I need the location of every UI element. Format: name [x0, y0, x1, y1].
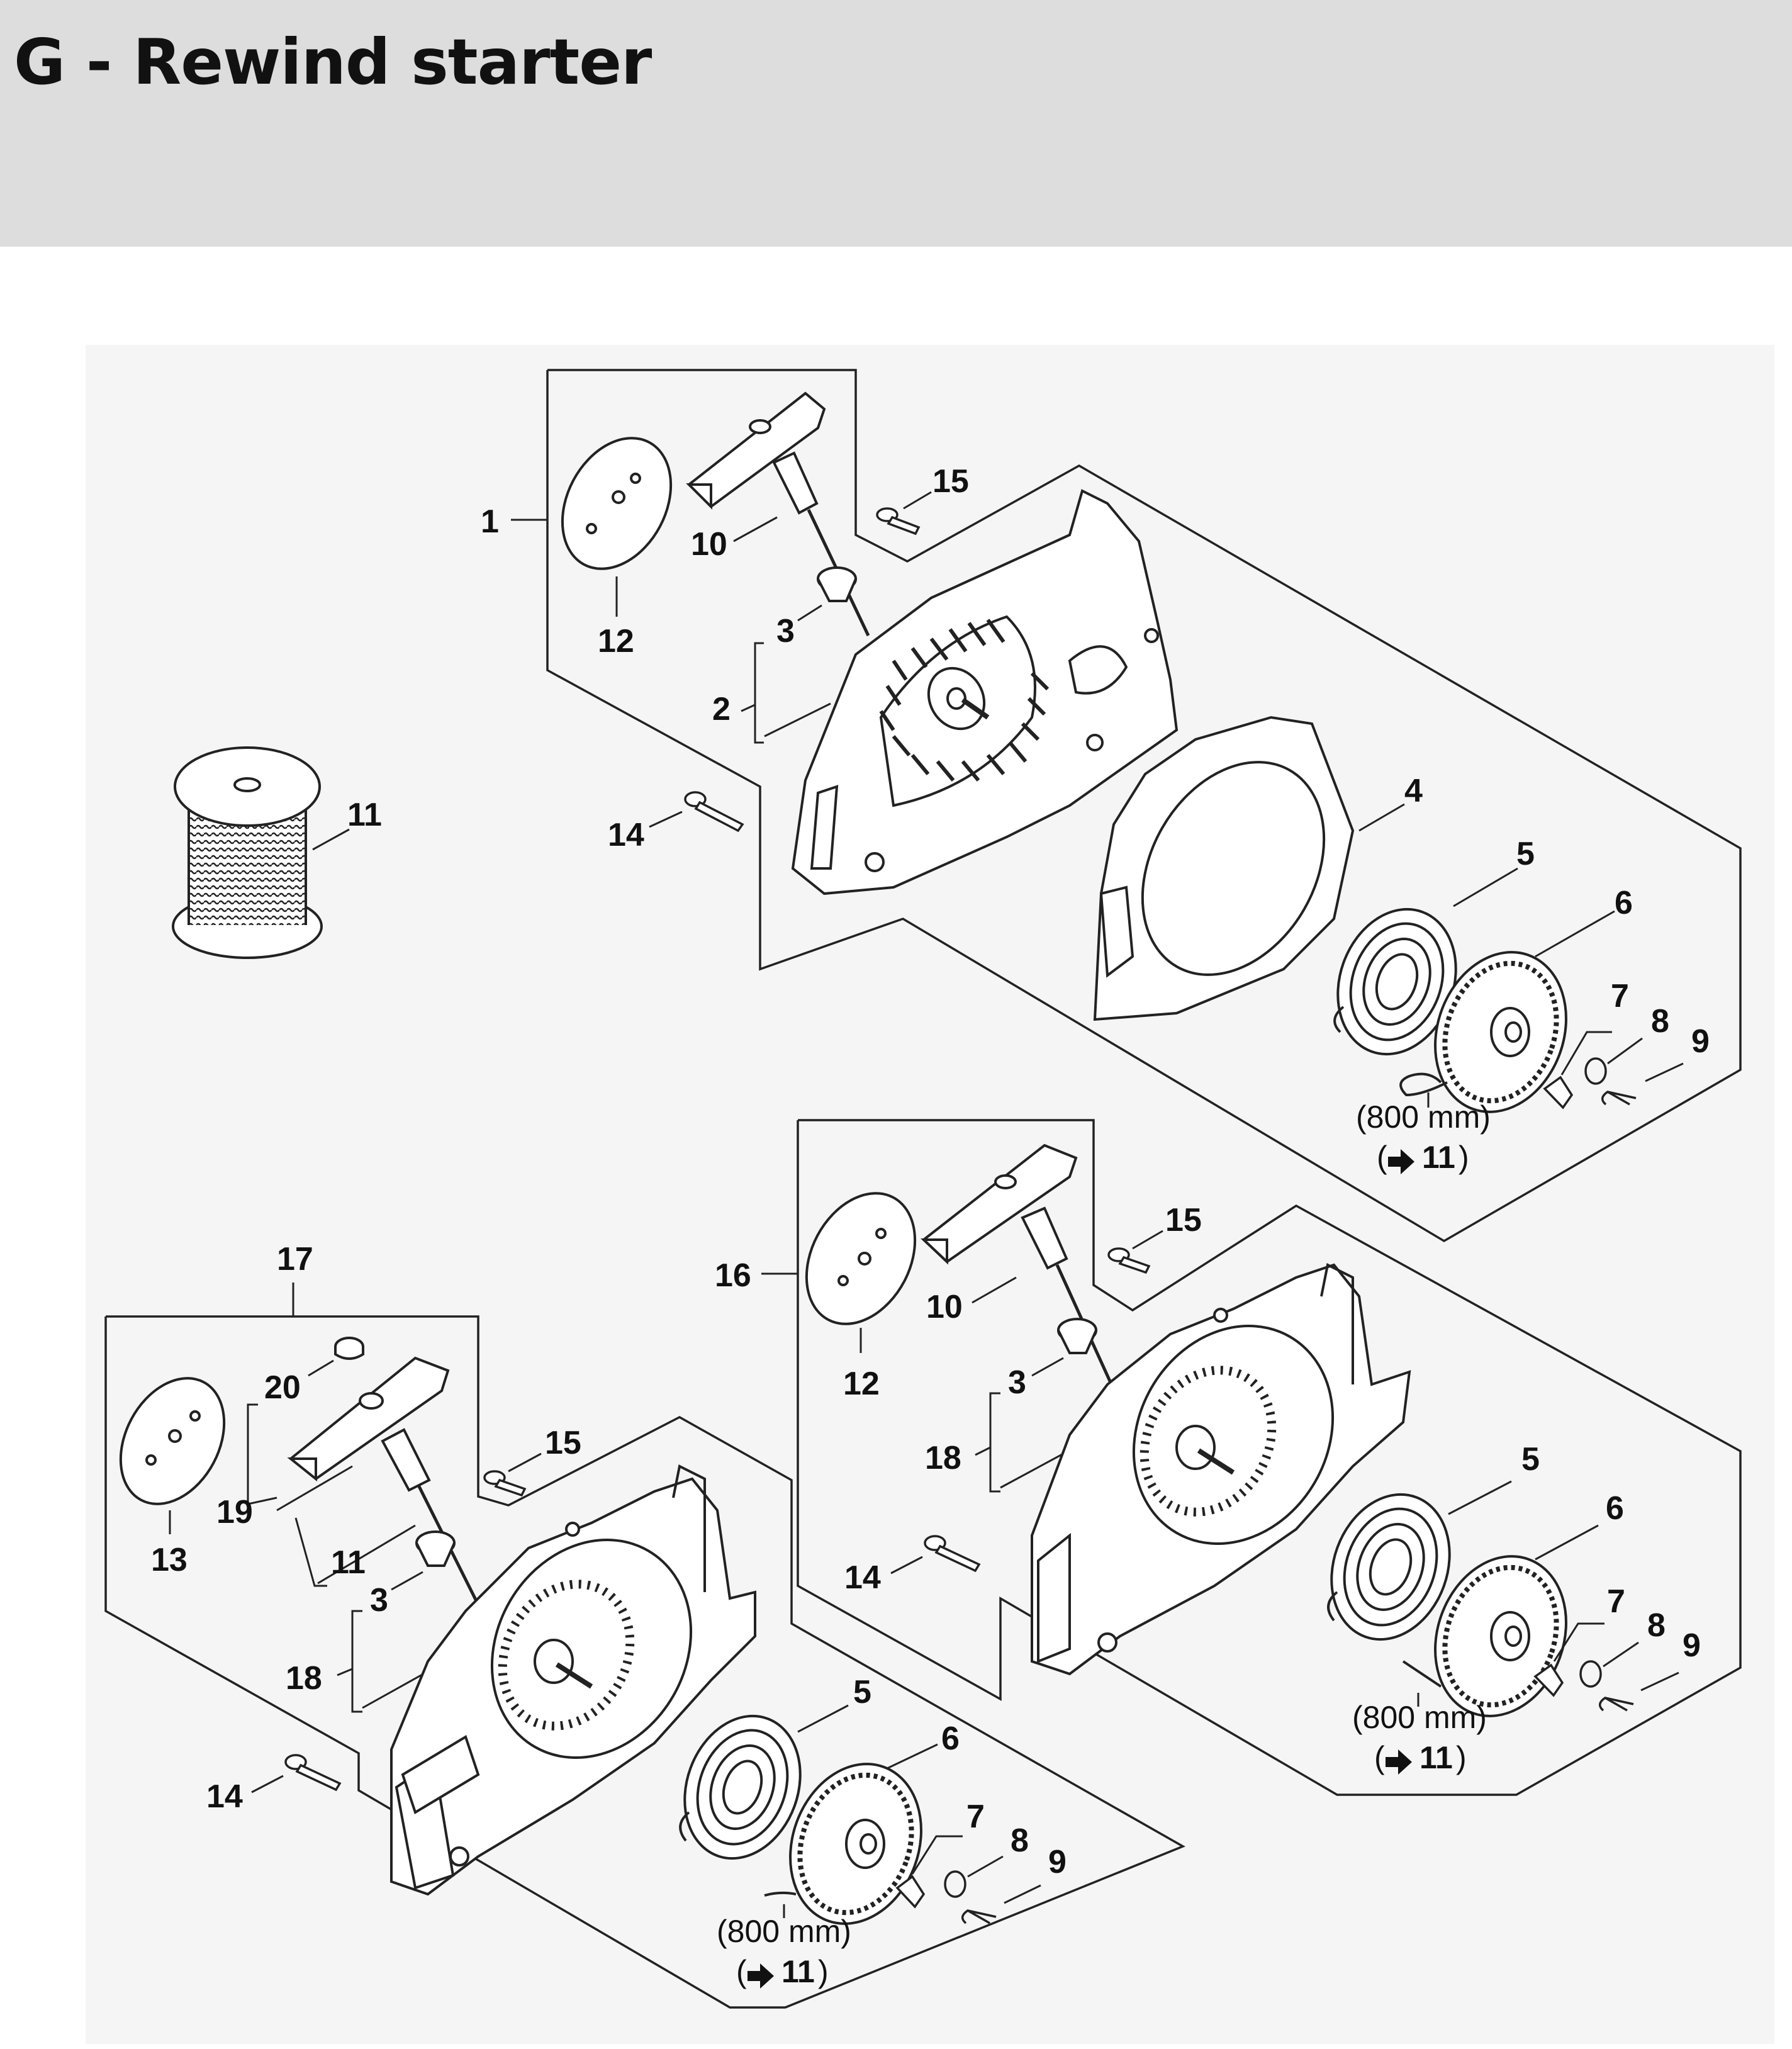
- callout-top-6: 6: [1615, 885, 1633, 921]
- left-rope-rotor-part-6: [764, 1763, 922, 1925]
- left-screw-part-15: [483, 1470, 527, 1497]
- callout-right-7: 7: [1607, 1583, 1625, 1620]
- left-pawl-part-7: [895, 1875, 926, 1909]
- right-screw-part-14: [924, 1535, 981, 1573]
- left-assembly-outline: [104, 1315, 1186, 2009]
- top-assembly-outline: [546, 369, 1742, 1243]
- svg-text:11: 11: [1422, 1140, 1455, 1175]
- right-rope-rotor-part-6: [1402, 1555, 1567, 1717]
- right-arrow-icon: [748, 1963, 774, 1989]
- svg-text:11: 11: [1420, 1740, 1453, 1775]
- right-arrow-icon: [1386, 1749, 1412, 1775]
- right-rope-length: (800 mm): [1352, 1700, 1487, 1735]
- left-screw-part-14: [284, 1754, 342, 1792]
- right-arrow-icon: [1388, 1149, 1414, 1174]
- top-rope-rotor-part-6: [1399, 951, 1567, 1113]
- callout-left-7: 7: [966, 1799, 985, 1835]
- callout-top-14: 14: [608, 817, 644, 853]
- callout-right-5: 5: [1521, 1441, 1540, 1478]
- left-fan-housing: [390, 1464, 756, 1896]
- callout-top-12: 12: [598, 623, 634, 660]
- callout-left-assembly: 17: [277, 1241, 313, 1277]
- right-washer-part-8: [1579, 1660, 1602, 1688]
- top-screw-part-15: [876, 507, 921, 536]
- top-spring-part-5: [1333, 907, 1457, 1056]
- callout-spool-11: 11: [347, 797, 382, 833]
- callout-right-6: 6: [1606, 1490, 1624, 1527]
- callout-top-5: 5: [1516, 836, 1535, 872]
- svg-text:): ): [1456, 1740, 1467, 1775]
- left-washer-part-8: [944, 1870, 966, 1898]
- top-grommet-part-3: [817, 566, 857, 602]
- callout-top-7: 7: [1611, 978, 1629, 1014]
- callout-top-10: 10: [691, 526, 727, 563]
- svg-text:(: (: [1377, 1140, 1387, 1175]
- top-washer-part-8: [1584, 1057, 1607, 1085]
- callout-right-9: 9: [1683, 1627, 1701, 1664]
- right-assembly-outline: [797, 1119, 1742, 1796]
- exploded-parts-diagram: 11 1 12 10 15 3 2: [104, 369, 1742, 2009]
- callout-right-assembly: 16: [715, 1257, 751, 1294]
- top-screw-part-14: [684, 791, 744, 833]
- left-disc-part-13: [119, 1377, 226, 1505]
- callout-right-12: 12: [843, 1366, 880, 1402]
- top-clip-part-9: [1601, 1091, 1637, 1106]
- callout-left-11: 11: [331, 1544, 366, 1581]
- callout-left-19: 19: [216, 1494, 253, 1530]
- left-cap-part-20: [334, 1337, 364, 1360]
- page-title: G - Rewind starter: [14, 25, 652, 99]
- left-handle-part-19: [287, 1356, 486, 1619]
- callout-left-3: 3: [370, 1582, 388, 1619]
- top-rope-length: (800 mm): [1356, 1099, 1491, 1135]
- svg-text:): ): [1459, 1140, 1469, 1175]
- callout-right-8: 8: [1647, 1607, 1666, 1644]
- left-rope-ref: ( 11 ): [736, 1954, 829, 1989]
- top-fan-housing: [791, 489, 1179, 895]
- right-screw-part-15: [1107, 1247, 1151, 1274]
- callout-left-15: 15: [545, 1425, 581, 1461]
- right-pawl-part-7: [1533, 1663, 1564, 1697]
- callout-left-13: 13: [151, 1542, 188, 1578]
- callout-left-20: 20: [264, 1369, 301, 1406]
- top-disc-part-12: [561, 437, 673, 570]
- top-pawl-part-7: [1543, 1075, 1574, 1109]
- left-clip-part-9: [961, 1909, 997, 1924]
- callout-top-3: 3: [776, 613, 795, 649]
- callout-top-2: 2: [712, 691, 731, 727]
- callout-top-8: 8: [1651, 1003, 1669, 1040]
- svg-text:11: 11: [781, 1954, 815, 1989]
- right-spring-part-5: [1327, 1493, 1451, 1641]
- right-rope-ref: ( 11 ): [1374, 1740, 1467, 1775]
- svg-text:(: (: [1374, 1740, 1385, 1775]
- svg-text:(: (: [736, 1954, 747, 1989]
- right-clip-part-9: [1599, 1697, 1634, 1712]
- page-header: G - Rewind starter: [0, 0, 1792, 247]
- left-spring-part-5: [679, 1714, 802, 1860]
- callout-right-10: 10: [926, 1289, 963, 1325]
- callout-right-15: 15: [1165, 1202, 1202, 1238]
- starter-rope-spool: [172, 746, 323, 959]
- left-rope-length: (800 mm): [717, 1914, 851, 1949]
- right-disc-part-12: [805, 1192, 917, 1325]
- right-fan-housing: [1031, 1263, 1411, 1676]
- top-handle-part-10: [686, 391, 870, 637]
- callout-top-4: 4: [1404, 773, 1423, 809]
- callout-left-18: 18: [286, 1660, 322, 1697]
- callout-right-14: 14: [844, 1559, 881, 1596]
- top-rope-ref: ( 11 ): [1377, 1140, 1469, 1175]
- right-grommet-part-3: [1057, 1318, 1097, 1354]
- callout-left-8: 8: [1011, 1822, 1029, 1859]
- top-fan-cover-part-4: [1093, 716, 1355, 1021]
- callout-left-9: 9: [1048, 1844, 1067, 1880]
- left-grommet-part-3: [415, 1530, 456, 1567]
- callout-right-18: 18: [925, 1440, 961, 1476]
- callout-top-9: 9: [1691, 1023, 1710, 1060]
- callout-top-15: 15: [932, 463, 969, 500]
- callout-top-assembly: 1: [481, 503, 499, 540]
- svg-text:): ): [818, 1954, 829, 1989]
- callout-left-14: 14: [206, 1778, 243, 1815]
- callout-right-3: 3: [1008, 1364, 1026, 1401]
- callout-left-6: 6: [941, 1721, 960, 1757]
- callout-left-5: 5: [853, 1674, 871, 1710]
